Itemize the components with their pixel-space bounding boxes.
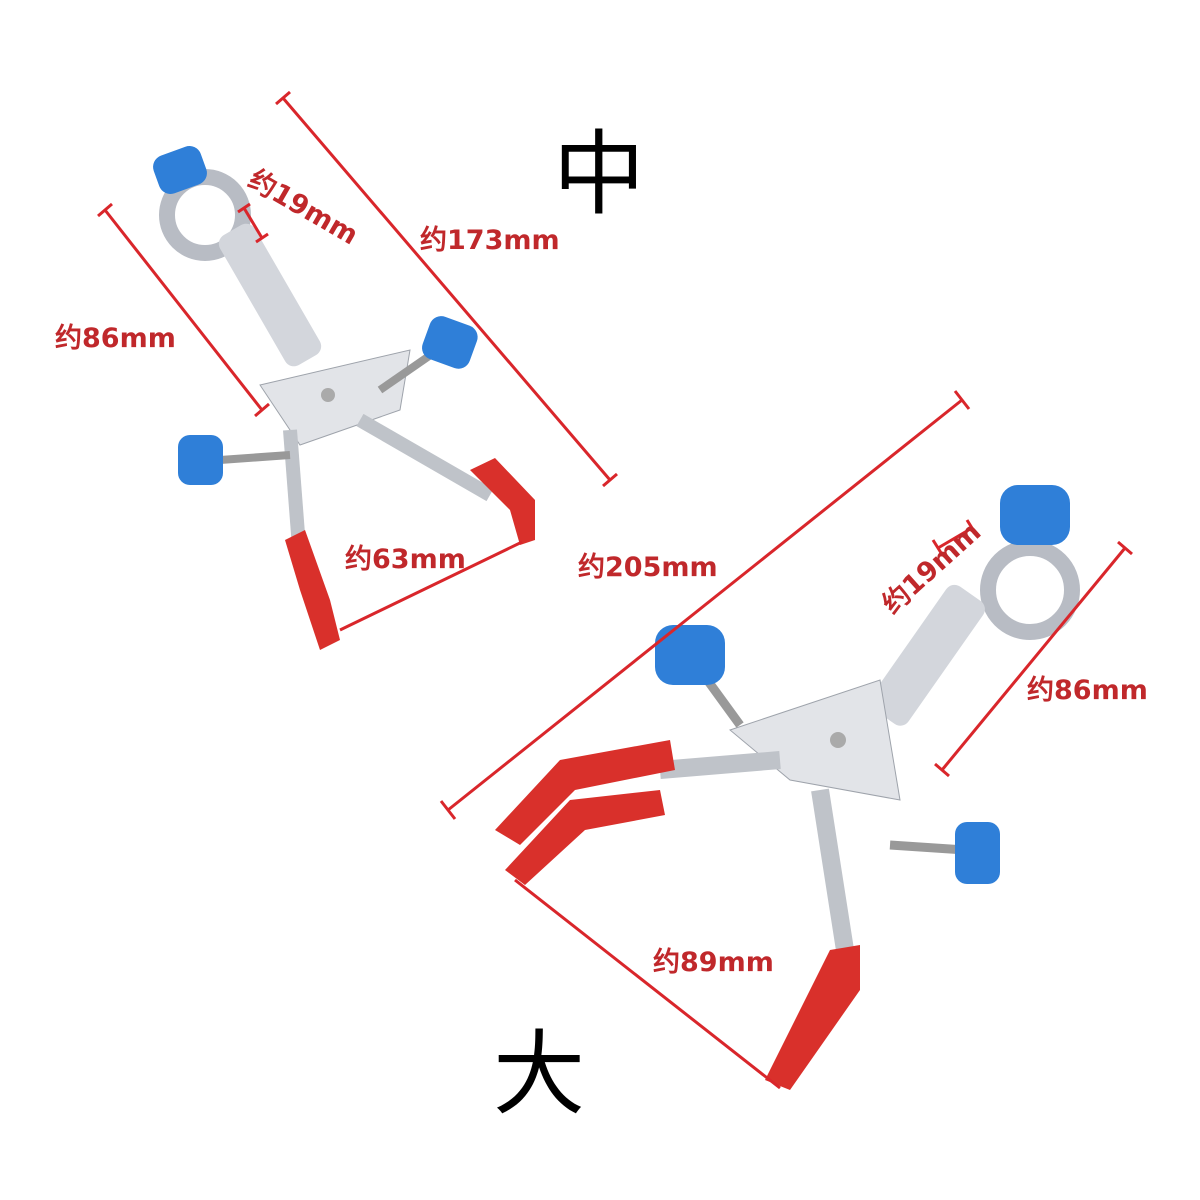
- medium-size-label: 中: [553, 121, 646, 228]
- medium-clamp: [153, 146, 535, 650]
- dimension-lines: [97, 90, 1133, 1090]
- large-total-length: 约205mm: [578, 552, 718, 583]
- large-jaw-opening: 约89mm: [653, 947, 774, 978]
- medium-jaw-opening: 约63mm: [345, 544, 466, 575]
- medium-total-length: 约173mm: [420, 225, 560, 256]
- medium-boss-length: 约86mm: [55, 323, 176, 354]
- large-boss-length: 约86mm: [1027, 675, 1148, 706]
- large-size-label: 大: [493, 1021, 586, 1128]
- large-clamp: [495, 485, 1080, 1090]
